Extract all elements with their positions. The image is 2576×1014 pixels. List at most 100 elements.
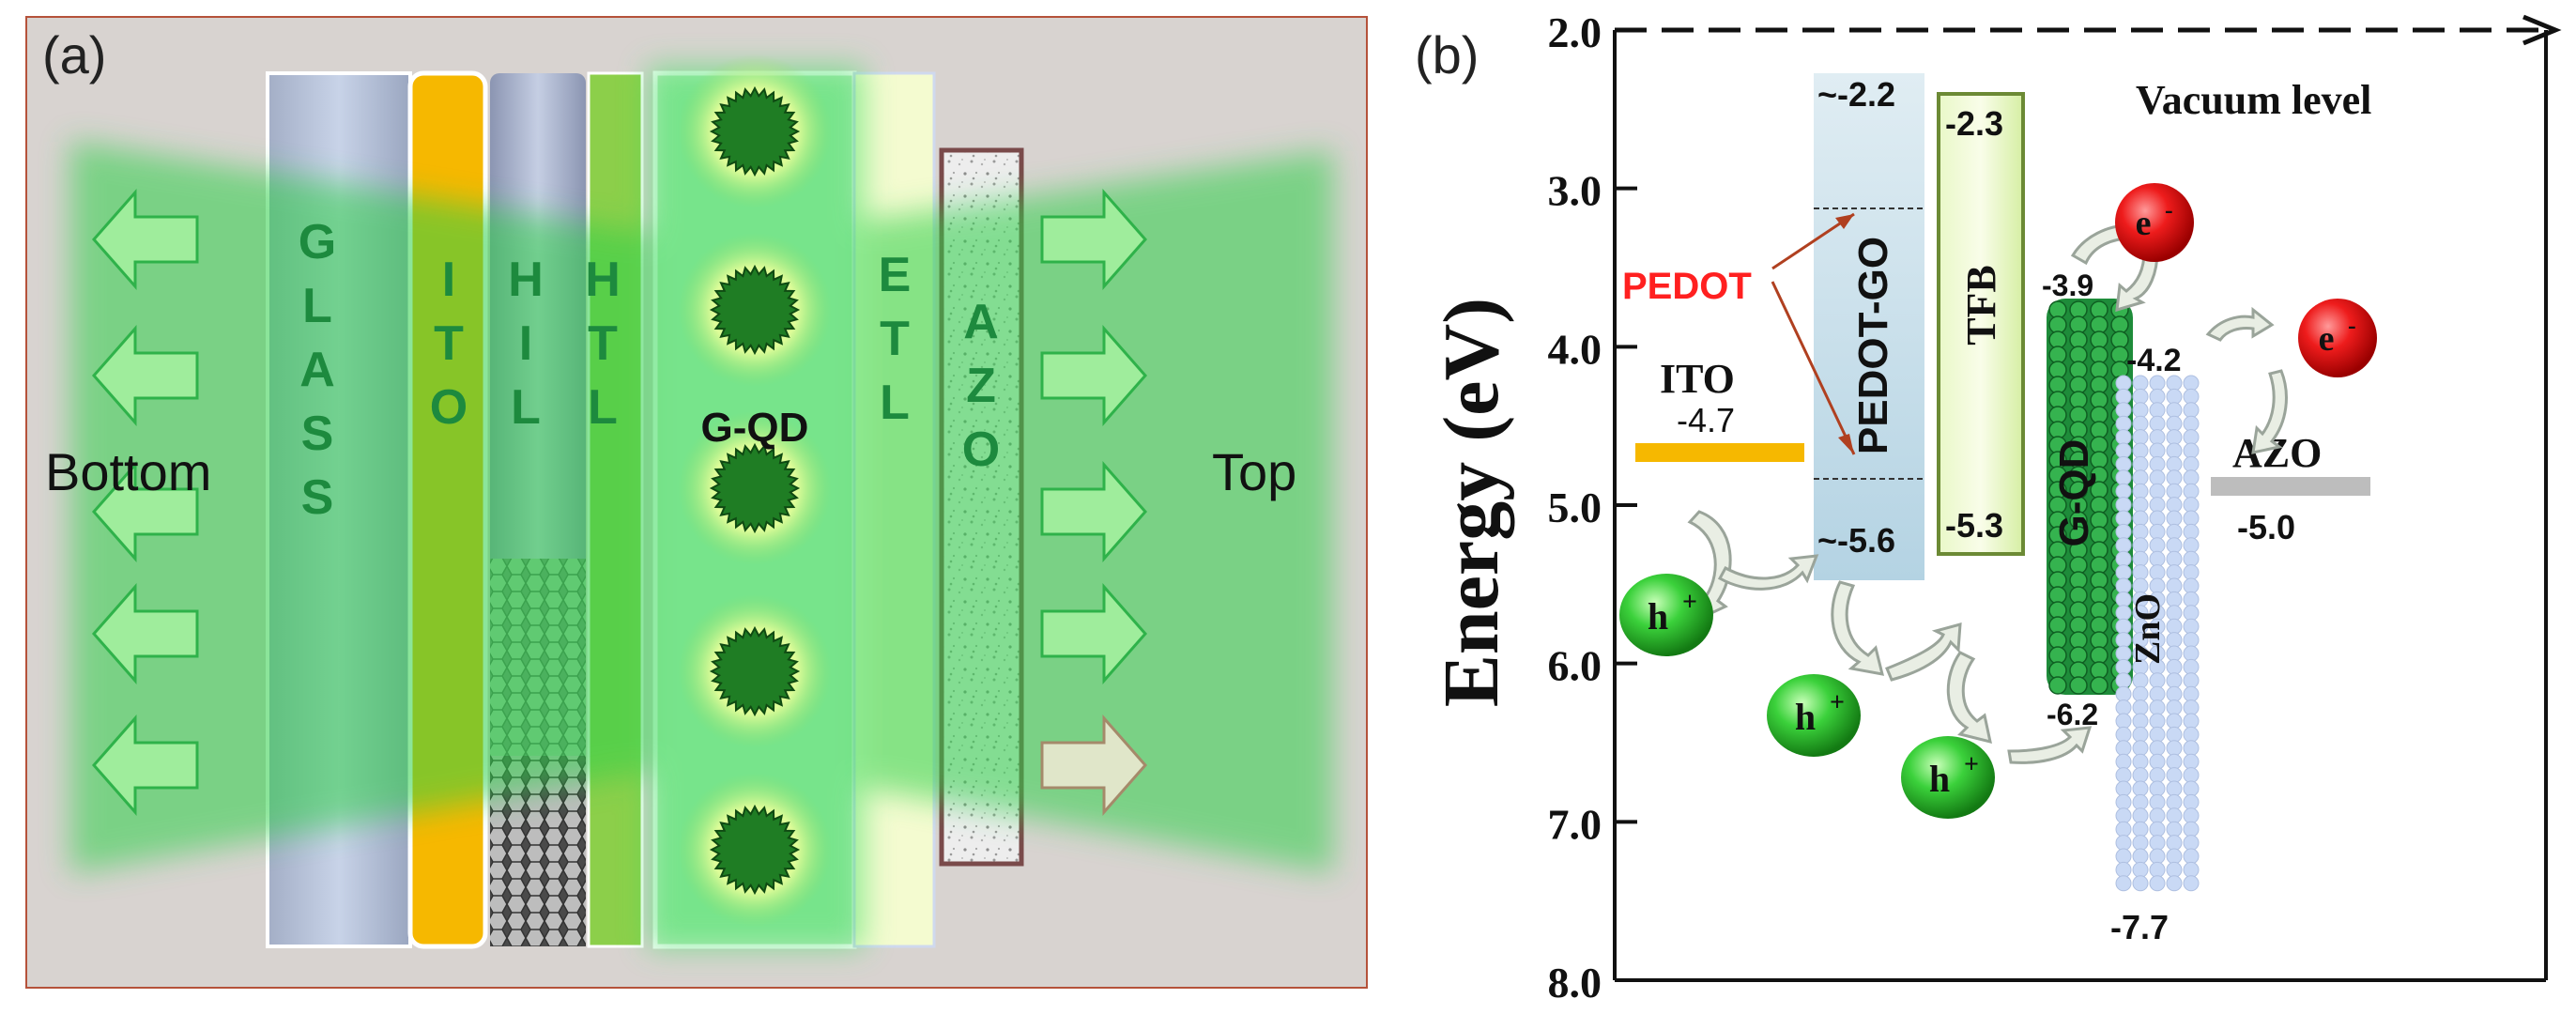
zno-dot <box>2115 402 2132 419</box>
bottom-label: Bottom <box>45 442 211 501</box>
zno-dot <box>2183 875 2200 892</box>
etl-letter: E <box>879 248 912 302</box>
gqd-dot <box>2069 676 2088 695</box>
zno-dot <box>2166 483 2183 499</box>
pedot-arrow-lower-head <box>1838 434 1854 454</box>
zno-dot <box>2149 835 2166 852</box>
zno-dot <box>2183 713 2200 730</box>
hole-ball <box>1767 674 1861 757</box>
zno-dot <box>2183 388 2200 405</box>
hole-arrow-2 <box>1831 580 1885 676</box>
ito-letter: T <box>434 316 464 371</box>
zno-dot <box>2115 469 2132 486</box>
zno-dot <box>2183 767 2200 784</box>
pedot-go-bar <box>1814 73 1924 580</box>
zno-dot <box>2166 740 2183 757</box>
azo-letter: Z <box>966 359 996 413</box>
zno-dot <box>2183 455 2200 472</box>
zno-dot <box>2115 672 2132 689</box>
zno-dot <box>2149 402 2166 419</box>
y-tick-label: 3.0 <box>1548 167 1602 215</box>
zno-dot <box>2132 780 2149 797</box>
zno-dot <box>2115 726 2132 743</box>
zno-dot <box>2132 455 2149 472</box>
hole-arrow-2b <box>1885 622 1962 682</box>
electron-ball <box>2298 299 2377 377</box>
gqd-dot <box>2048 676 2067 695</box>
pedot-label: PEDOT <box>1622 266 1752 307</box>
zno-dot <box>2166 510 2183 527</box>
zno-dot <box>2166 442 2183 459</box>
zno-dot <box>2166 469 2183 486</box>
zno-dot <box>2166 632 2183 649</box>
zno-dot <box>2115 510 2132 527</box>
electron-ball <box>2115 183 2194 262</box>
zno-dot <box>2166 402 2183 419</box>
quantum-dot <box>709 85 801 177</box>
zno-dot <box>2166 658 2183 675</box>
zno-dot <box>2149 442 2166 459</box>
y-tick-label: 7.0 <box>1548 800 1602 848</box>
emission-arrow-left <box>92 714 199 816</box>
vacuum-arrow-head <box>2522 14 2562 46</box>
zno-dot <box>2149 753 2166 770</box>
zno-dot <box>2132 807 2149 824</box>
electron-1: e - <box>2115 183 2194 262</box>
y-tick-label: 5.0 <box>1548 484 1602 531</box>
tfb-bottom: -5.3 <box>1945 506 2003 545</box>
zno-dot <box>2183 861 2200 878</box>
electron-arrow-1b <box>2115 250 2159 313</box>
zno-dot <box>2132 564 2149 581</box>
emission-arrow-left <box>92 583 199 684</box>
zno-dot <box>2115 442 2132 459</box>
emission-arrow-right <box>1040 189 1147 290</box>
zno-dot <box>2132 550 2149 567</box>
zno-dot <box>2166 591 2183 607</box>
quantum-dot <box>709 442 801 534</box>
azo-letter: A <box>963 295 999 349</box>
zno-dot <box>2166 767 2183 784</box>
electron-symbol: e <box>2319 319 2335 359</box>
ito-name: ITO <box>1660 356 1735 402</box>
zno-dot <box>2183 442 2200 459</box>
zno-dot <box>2115 523 2132 540</box>
zno-dot <box>2115 780 2132 797</box>
zno-dot <box>2132 510 2149 527</box>
zno-dot <box>2166 875 2183 892</box>
zno-dot <box>2183 726 2200 743</box>
zno-dot <box>2115 767 2132 784</box>
zno-dot <box>2166 550 2183 567</box>
azo-letter: O <box>962 422 1000 477</box>
azo-level-bar <box>2211 477 2370 496</box>
tfb-name: TFB <box>1958 265 2004 346</box>
glass-letter: L <box>302 279 332 333</box>
gqd-layer-label: G-QD <box>701 405 809 451</box>
electron-charge: - <box>2348 312 2356 339</box>
emission-arrow-right <box>1040 714 1147 816</box>
zno-dot <box>2149 821 2166 837</box>
zno-dot <box>2149 483 2166 499</box>
hole-charge: + <box>1830 688 1845 717</box>
zno-dot <box>2183 835 2200 852</box>
zno-dot <box>2115 455 2132 472</box>
zno-dot <box>2149 537 2166 554</box>
azo-name: AZO <box>2232 430 2322 476</box>
zno-dot <box>2115 699 2132 716</box>
zno-dot <box>2132 429 2149 446</box>
zno-dot <box>2183 605 2200 622</box>
hole-3: h + <box>1901 736 1995 819</box>
zno-dot <box>2115 429 2132 446</box>
gqd-name: G-QD <box>2051 439 2097 547</box>
electron-symbol: e <box>2136 204 2152 243</box>
zno-dot <box>2183 402 2200 419</box>
zno-dot <box>2115 537 2132 554</box>
zno-dot <box>2166 577 2183 594</box>
hole-ball <box>1901 736 1995 819</box>
etl-letter: T <box>880 312 910 366</box>
zno-dot <box>2132 523 2149 540</box>
emission-arrow-left <box>92 189 199 290</box>
zno-dot <box>2149 740 2166 757</box>
glass-letter: S <box>301 407 334 461</box>
zno-dot <box>2115 388 2132 405</box>
zno-dot <box>2149 564 2166 581</box>
